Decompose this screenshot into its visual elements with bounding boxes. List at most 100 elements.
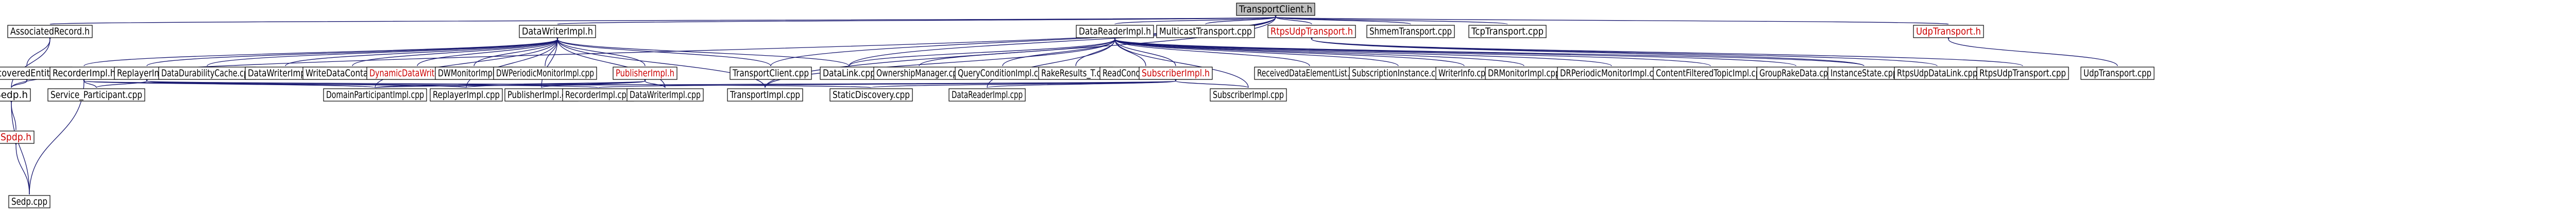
node-PublisherImpl_h[interactable]: PublisherImpl.h [613,67,677,80]
node-box [7,25,93,38]
edge-DataReaderImpl_h-to-ContentFilteredTopicImpl_cpp [1112,35,1711,67]
node-box [430,88,503,102]
node-AssociatedRecord_h[interactable]: AssociatedRecord.h [7,25,93,38]
edge-RecorderImpl_h-to-Service_Participant_cpp [81,76,97,88]
edge-Spdp_h-to-Sedp_cpp [13,140,30,195]
edge-SubscriberImpl_h-to-RecorderImpl_cpp [598,76,1179,88]
edge-DataWriterImpl_h-to-RecorderImpl_h [83,35,560,67]
edge-DataWriterImpl_h-to-DataDurabilityCache_cpp [207,35,560,67]
node-label: DRPeriodicMonitorImpl.cpp [1560,68,1663,79]
node-QueryConditionImpl_cpp[interactable]: QueryConditionImpl.cpp [955,67,1050,80]
node-DataDurabilityCache_cpp[interactable]: DataDurabilityCache.cpp [158,67,256,80]
node-UdpTransport_cpp[interactable]: UdpTransport.cpp [2080,67,2155,80]
edge-PublisherImpl_h-to-DataWriterImpl_cpp [642,76,666,88]
node-ShmemTransport_cpp[interactable]: ShmemTransport.cpp [1366,25,1455,38]
edge-DataWriterImpl_h-to-TransportClient_cpp [555,35,771,67]
node-label: OwnershipManager.cpp [876,68,962,79]
node-GroupRakeData_cpp[interactable]: GroupRakeData.cpp [1756,67,1836,80]
node-box [0,88,31,102]
node-label: DataWriterImpl.h [522,26,593,37]
node-WriterInfo_cpp[interactable]: WriterInfo.cpp [1435,67,1493,80]
node-Spdp_h[interactable]: Spdp.h [0,131,35,144]
node-box [493,67,597,80]
node-ContentFilteredTopicImpl_cpp[interactable]: ContentFilteredTopicImpl.cpp [1653,67,1768,80]
edge-DataWriterImpl_h-to-ReplayerImpl_h [146,35,560,67]
node-Service_Participant_cpp[interactable]: Service_Participant.cpp [47,88,145,102]
node-DomainParticipantImpl_cpp[interactable]: DomainParticipantImpl.cpp [323,88,427,102]
node-OwnershipManager_cpp[interactable]: OwnershipManager.cpp [873,67,965,80]
node-MulticastTransport_cpp[interactable]: MulticastTransport.cpp [1156,25,1255,38]
node-DataReaderImpl_cpp[interactable]: DataReaderImpl.cpp [948,88,1026,102]
edge-DataReaderImpl_h-to-DRMonitorImpl_cpp [1112,35,1524,67]
node-DWPeriodicMonitorImpl_cpp[interactable]: DWPeriodicMonitorImpl.cpp [493,67,597,80]
edge-DataWriterImpl_h-to-PublisherImpl_h [555,35,646,67]
node-Sedp_cpp[interactable]: Sedp.cpp [8,195,50,208]
node-box [158,67,256,80]
node-box [1976,67,2069,80]
node-DataWriterImpl_cpp[interactable]: DataWriterImpl.cpp [626,88,704,102]
node-ReplayerImpl_cpp[interactable]: ReplayerImpl.cpp [430,88,503,102]
node-label: TcpTransport.cpp [1471,26,1544,37]
node-label: TransportClient.h [1239,4,1312,15]
node-StaticDiscovery_cpp[interactable]: StaticDiscovery.cpp [829,88,913,102]
edge-AssociatedRecord_h-to-DiscoveredEntities_h [26,35,53,67]
node-RtpsUdpDataLink_cpp[interactable]: RtpsUdpDataLink.cpp [1894,67,1980,80]
node-TransportClient_cpp[interactable]: TransportClient.cpp [730,67,812,80]
node-label: DRMonitorImpl.cpp [1488,68,1560,79]
node-SubscriberImpl_h[interactable]: SubscriberImpl.h [1139,67,1213,80]
node-box [1156,25,1255,38]
node-TransportClient_h[interactable]: TransportClient.h [1236,3,1315,16]
node-label: DomainParticipantImpl.cpp [326,89,424,101]
node-Sedp_h[interactable]: Sedp.h [0,88,31,102]
edge-ReplayerImpl_h-to-Service_Participant_cpp [96,76,149,88]
node-label: PublisherImpl.h [616,68,674,79]
node-box [1485,67,1563,80]
node-RtpsUdpTransport_h[interactable]: RtpsUdpTransport.h [1267,25,1356,38]
node-label: RecorderImpl.h [53,68,115,79]
node-DataLink_cpp[interactable]: DataLink.cpp [820,67,878,80]
node-InstanceState_cpp[interactable]: InstanceState.cpp [1827,67,1901,80]
node-TransportImpl_cpp[interactable]: TransportImpl.cpp [727,88,803,102]
edge-SubscriberImpl_h-to-SubscriberImpl_cpp [1173,76,1249,88]
node-box [626,88,704,102]
node-box [1236,3,1315,16]
node-box [47,88,145,102]
node-label: GroupRakeData.cpp [1759,68,1833,79]
node-label: RtpsUdpTransport.cpp [1979,68,2066,79]
node-DRPeriodicMonitorImpl_cpp[interactable]: DRPeriodicMonitorImpl.cpp [1557,67,1666,80]
node-RtpsUdpTransport_cpp[interactable]: RtpsUdpTransport.cpp [1976,67,2069,80]
node-box [1913,25,1984,38]
node-label: DataDurabilityCache.cpp [161,68,253,79]
node-label: UdpTransport.h [1916,26,1981,37]
edge-TransportClient_h-to-DataWriterImpl_h [557,12,1279,25]
node-label: PublisherImpl.cpp [507,89,575,101]
node-SubscriberImpl_cpp[interactable]: SubscriberImpl.cpp [1210,88,1287,102]
edge-SubscriberImpl_h-to-DataReaderImpl_cpp [987,76,1179,88]
node-SubscriptionInstance_cpp[interactable]: SubscriptionInstance.cpp [1349,67,1448,80]
node-DataWriterImpl_h[interactable]: DataWriterImpl.h [519,25,596,38]
edge-DataReaderImpl_h-to-SubscriptionInstance_cpp [1112,35,1399,67]
node-box [730,67,812,80]
node-box [1894,67,1980,80]
edge-DataWriterImpl_h-to-DynamicDataWriterImpl_h [417,35,560,67]
node-label: SubscriptionInstance.cpp [1352,68,1445,79]
node-label: DWMonitorImpl.cpp [438,68,510,79]
node-RecorderImpl_cpp[interactable]: RecorderImpl.cpp [562,88,634,102]
node-label: RecorderImpl.cpp [565,89,631,101]
node-label: Spdp.h [1,132,31,143]
edge-TransportClient_h-to-RtpsUdpTransport_h [1273,12,1312,25]
node-DataReaderImpl_h[interactable]: DataReaderImpl.h [1076,25,1154,38]
node-RecorderImpl_h[interactable]: RecorderImpl.h [49,67,118,80]
node-box [1267,25,1356,38]
node-label: ReplayerImpl.cpp [433,89,500,101]
node-label: DataWriterImpl.cpp [630,89,701,101]
node-TcpTransport_cpp[interactable]: TcpTransport.cpp [1468,25,1547,38]
edge-DataReaderImpl_h-to-DRPeriodicMonitorImpl_cpp [1112,35,1612,67]
edge-TransportClient_h-to-TcpTransport_cpp [1273,12,1508,25]
node-ReceivedDataElementList_cpp[interactable]: ReceivedDataElementList.cpp [1254,67,1365,80]
node-box [1468,25,1547,38]
node-UdpTransport_h[interactable]: UdpTransport.h [1913,25,1984,38]
node-DRMonitorImpl_cpp[interactable]: DRMonitorImpl.cpp [1485,67,1563,80]
